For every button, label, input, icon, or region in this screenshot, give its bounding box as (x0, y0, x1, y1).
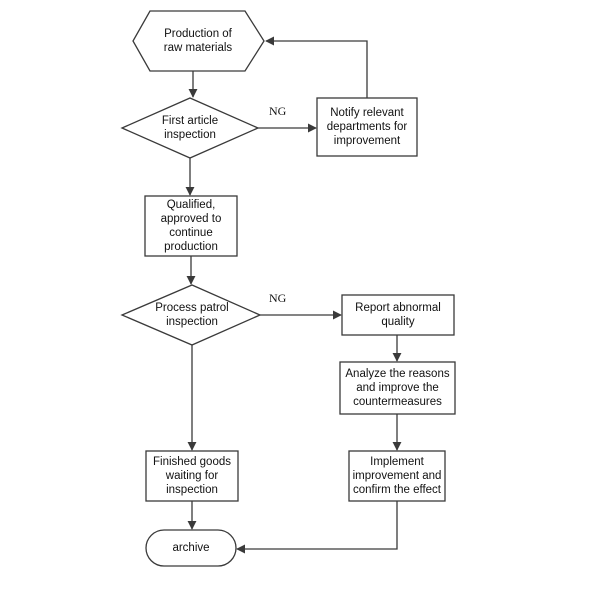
report-abnormal-box (341, 294, 455, 336)
raw-materials-hexagon (132, 10, 265, 72)
analyze-reasons-box (339, 361, 456, 415)
edge-notify-to-raw (265, 36, 368, 98)
notify-departments-box (316, 97, 418, 157)
archive-terminal (145, 529, 237, 567)
first-article-decision (120, 97, 260, 159)
ng-label-first-article: NG (269, 104, 287, 118)
finished-goods-box (145, 450, 239, 502)
edge-implement-to-archive (236, 501, 398, 554)
ng-label-process-patrol: NG (269, 291, 287, 305)
implement-improvement-box (348, 450, 446, 502)
qualified-box (144, 195, 238, 257)
process-patrol-decision (120, 284, 262, 346)
